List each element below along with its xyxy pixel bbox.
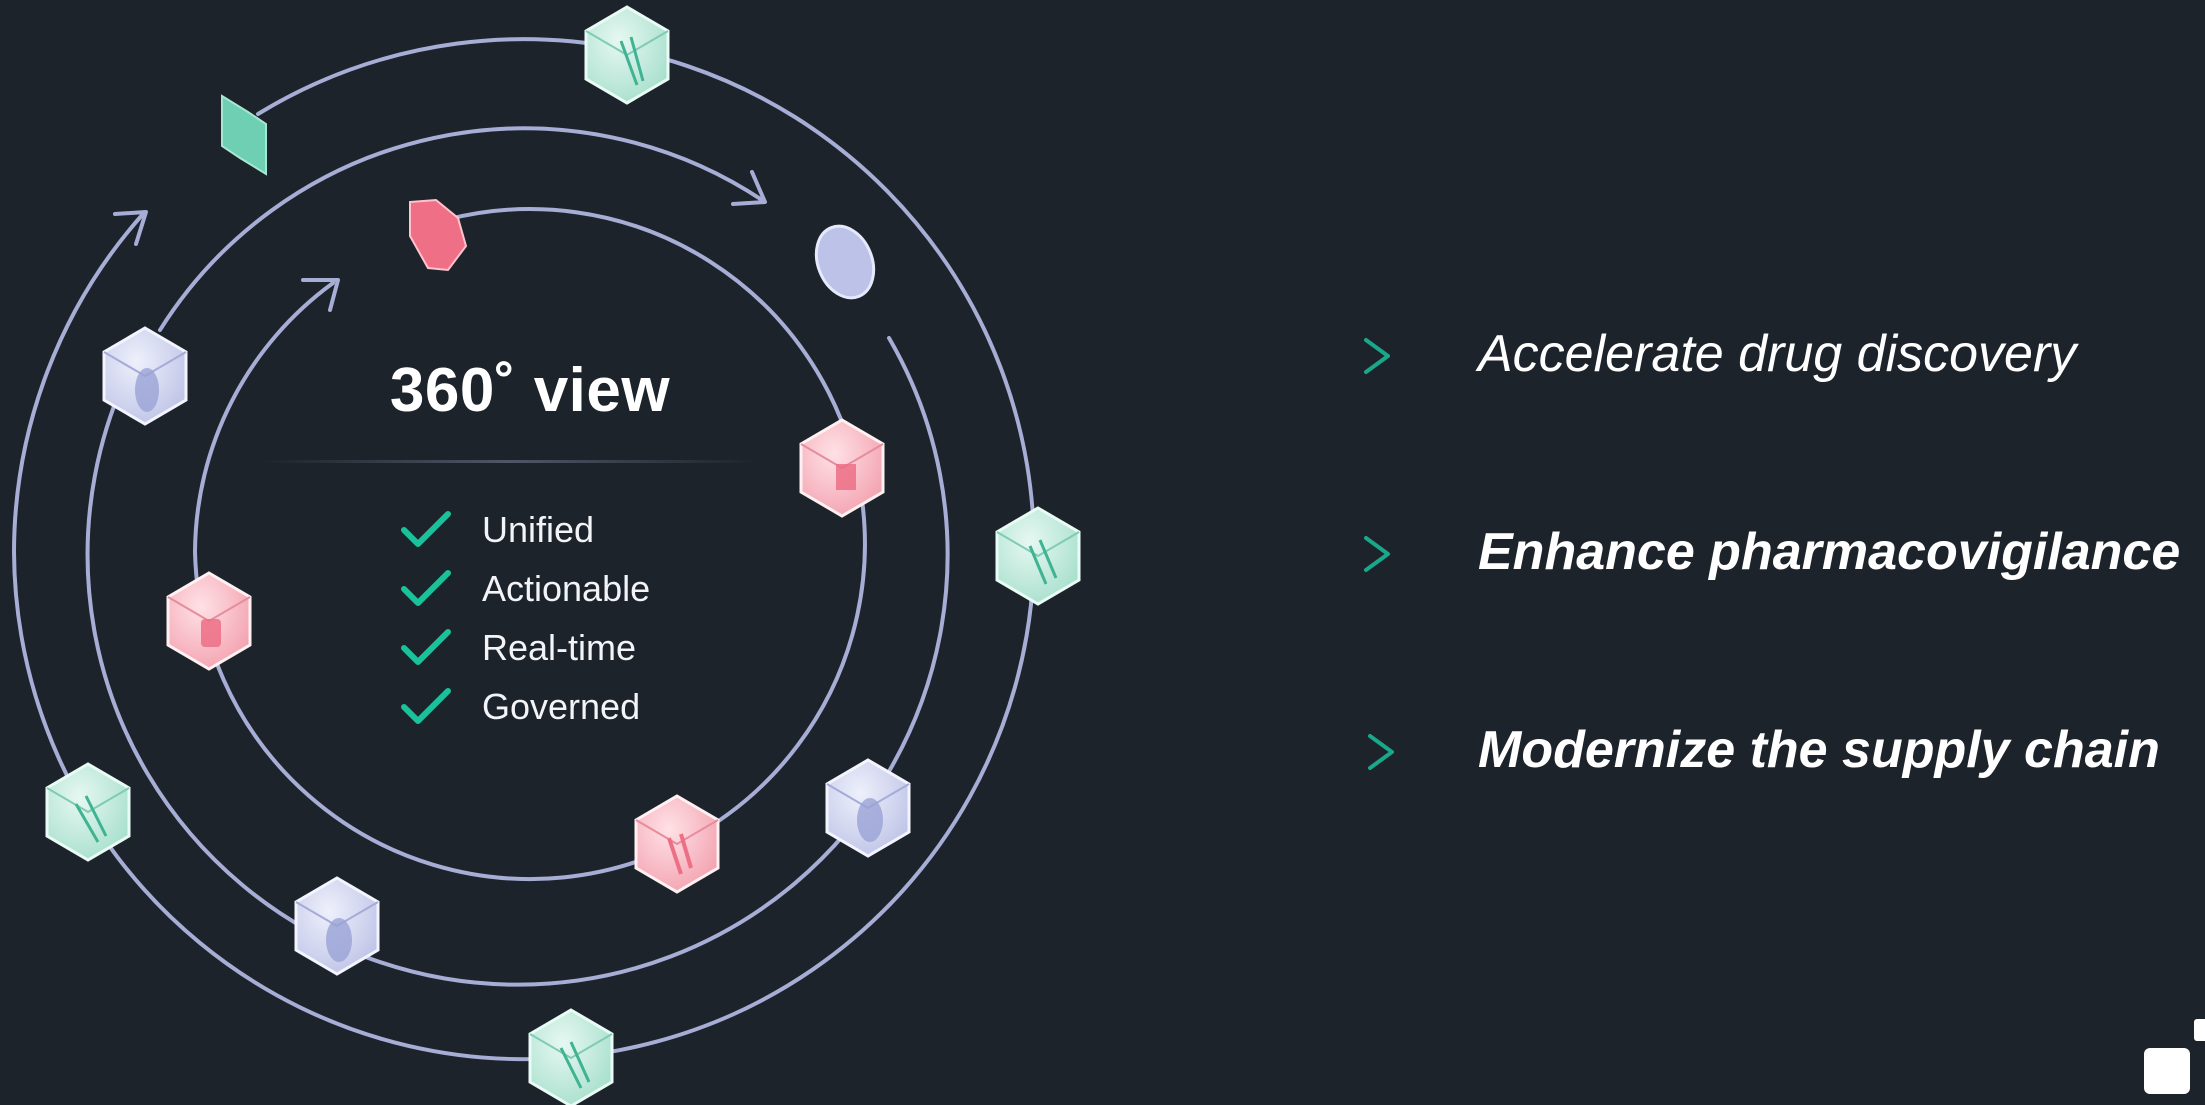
checklist-label: Governed [482,685,641,727]
checklist-label: Unified [482,508,595,550]
capsule-icon [814,224,876,300]
checklist-item: Actionable [400,559,650,618]
ring-arrowheads [113,170,767,312]
middle-ring [85,126,950,987]
outer-ring-arrow-icon [113,210,148,246]
molecule-cube-icon [584,5,670,105]
molecule-cube-icon [102,326,188,426]
title-divider [260,460,760,463]
connector-lines [808,338,1394,770]
goal-enhance-pharmacovigilance: Enhance pharmacovigilance [1478,523,2181,581]
checklist-label: Real-time [482,626,637,668]
diagram-title: 360˚ view [389,356,671,425]
pill-icon [409,198,468,272]
middle-ring-arrow-icon [731,170,767,206]
outer-ring [11,37,1036,1062]
goal-accelerate-drug-discovery: Accelerate drug discovery [1478,325,2077,383]
molecule-cube-icon [799,418,885,518]
molecule-cube-icon [294,876,380,976]
checklist-item: Real-time [400,618,650,677]
check-icon [401,628,451,665]
check-icon [401,569,451,606]
checklist-label: Actionable [482,567,651,609]
molecule-cube-icon [166,571,252,671]
checklist-item: Governed [400,677,650,736]
molecule-cubes [45,5,1081,1105]
arrow-right-icon [1364,536,1390,572]
check-icon [401,510,451,547]
goal-modernize-supply-chain: Modernize the supply chain [1478,721,2160,779]
inner-ring-arrow-icon [301,278,340,312]
arrow-right-icon [1368,734,1394,770]
logo-icon [2144,1019,2205,1094]
molecule-cube-icon [45,762,131,862]
molecule-cube-icon [825,758,911,858]
check-icon [401,687,451,724]
molecule-cube-icon [634,794,720,894]
molecule-cube-icon [995,506,1081,606]
checklist-item: Unified [400,500,650,559]
molecule-cube-icon [528,1008,614,1105]
feature-checklist: Unified Actionable Real-time Governed [400,500,650,736]
pill-icon [221,94,267,176]
arrow-right-icon [1364,338,1390,374]
